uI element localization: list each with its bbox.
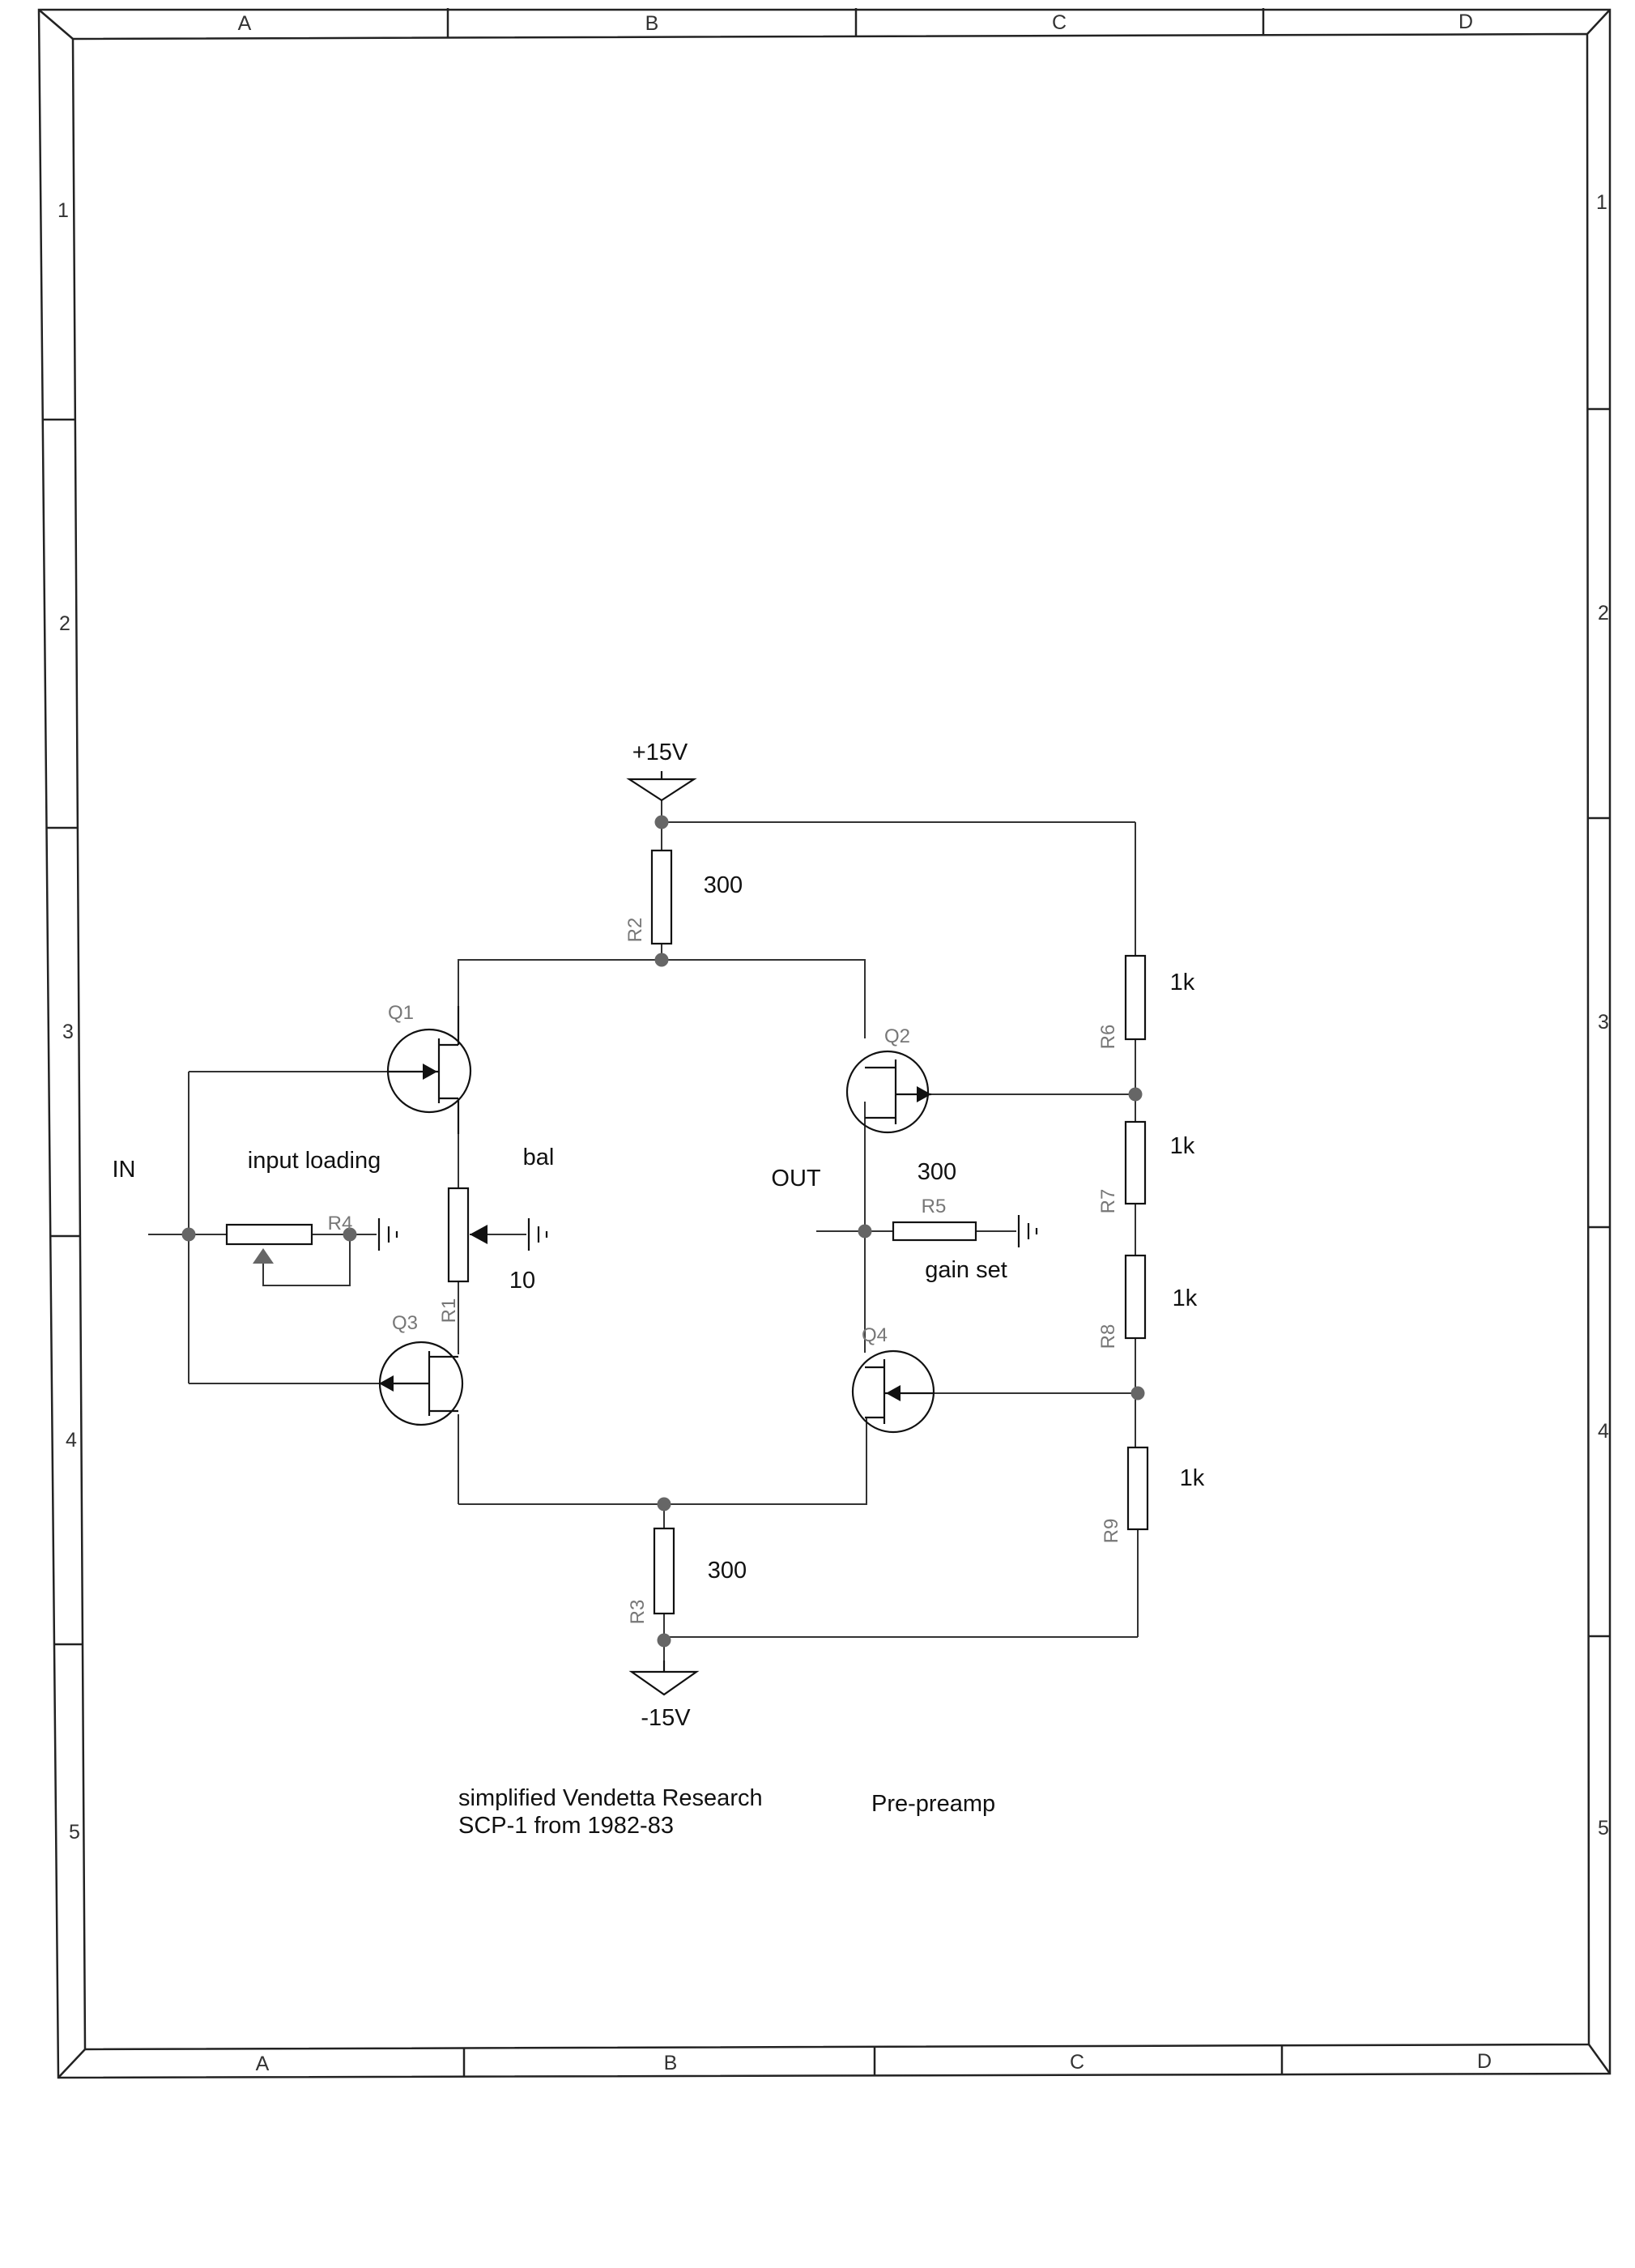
r1-ref: R1 — [438, 1298, 460, 1324]
r5-ground-symbol — [1017, 1213, 1038, 1249]
drawing-name: Pre-preamp — [871, 1791, 995, 1817]
balance-label: bal — [523, 1145, 555, 1170]
r7-ref: R7 — [1097, 1189, 1119, 1214]
transistor-q3 — [378, 1341, 464, 1426]
zone-row-5-right: 5 — [1598, 1817, 1609, 1840]
r5-value: 300 — [918, 1159, 956, 1185]
r9-ref: R9 — [1101, 1519, 1122, 1544]
input-loading-label: input loading — [248, 1148, 381, 1174]
r7-value: 1k — [1170, 1133, 1195, 1159]
transistor-q1 — [386, 1006, 472, 1134]
zone-col-d-bottom: D — [1477, 2050, 1492, 2073]
resistor-r7 — [1124, 1120, 1147, 1205]
sheet-border — [37, 8, 1612, 2079]
positive-rail-label: +15V — [632, 740, 688, 765]
zone-row-5-left: 5 — [69, 1821, 80, 1844]
title-line-1: simplified Vendetta Research — [458, 1785, 763, 1811]
zone-row-1-left: 1 — [57, 199, 69, 222]
zone-col-d-top: D — [1458, 11, 1473, 33]
resistor-r5 — [892, 1221, 977, 1242]
r2-value: 300 — [704, 872, 743, 898]
zone-col-c-top: C — [1052, 11, 1067, 34]
potentiometer-r4 — [225, 1223, 313, 1246]
zone-row-4-left: 4 — [66, 1429, 77, 1452]
r5-ref: R5 — [922, 1196, 947, 1217]
output-label: OUT — [771, 1166, 821, 1192]
q1-ref: Q1 — [388, 1002, 414, 1024]
resistor-r8 — [1124, 1254, 1147, 1340]
zone-col-c-bottom: C — [1070, 2051, 1084, 2074]
zone-col-b-bottom: B — [664, 2052, 678, 2074]
r4-ref: R4 — [328, 1213, 353, 1234]
junctions — [181, 815, 1145, 1648]
r4-ground-symbol — [377, 1217, 398, 1252]
r6-ref: R6 — [1097, 1025, 1119, 1050]
q4-ref: Q4 — [862, 1324, 888, 1346]
negative-supply-symbol — [628, 1670, 700, 1696]
zone-col-b-top: B — [645, 12, 659, 35]
resistor-r2 — [650, 849, 673, 945]
input-label: IN — [113, 1157, 136, 1183]
r6-value: 1k — [1170, 970, 1195, 995]
r1-ground-symbol — [527, 1217, 548, 1252]
transistor-q2 — [845, 1050, 931, 1134]
r9-value: 1k — [1180, 1465, 1205, 1491]
r4-wiper-arrow — [253, 1248, 274, 1264]
potentiometer-r1 — [447, 1187, 470, 1283]
positive-supply-symbol — [626, 778, 697, 802]
q2-ref: Q2 — [884, 1025, 910, 1047]
r3-value: 300 — [708, 1558, 747, 1584]
r8-ref: R8 — [1097, 1324, 1119, 1349]
zone-row-1-right: 1 — [1596, 191, 1607, 214]
resistor-r6 — [1124, 954, 1147, 1041]
resistor-r3 — [653, 1527, 675, 1615]
resistor-r9 — [1126, 1446, 1149, 1531]
negative-rail-label: -15V — [641, 1705, 691, 1731]
gain-set-label: gain set — [925, 1257, 1007, 1283]
zone-col-a-top: A — [238, 12, 252, 35]
r1-wiper-arrow — [470, 1225, 488, 1244]
transistor-q4 — [851, 1349, 935, 1434]
q3-ref: Q3 — [392, 1312, 418, 1334]
zone-row-2-right: 2 — [1598, 602, 1609, 625]
zone-col-a-bottom: A — [256, 2053, 270, 2075]
zone-row-3-right: 3 — [1598, 1011, 1609, 1034]
title-line-2: SCP-1 from 1982-83 — [458, 1813, 674, 1839]
r8-value: 1k — [1173, 1285, 1198, 1311]
r1-value: 10 — [509, 1268, 535, 1294]
r3-ref: R3 — [627, 1600, 649, 1625]
r2-ref: R2 — [624, 918, 646, 943]
zone-row-3-left: 3 — [62, 1021, 74, 1043]
zone-row-4-right: 4 — [1598, 1420, 1609, 1443]
zone-row-2-left: 2 — [59, 612, 70, 635]
